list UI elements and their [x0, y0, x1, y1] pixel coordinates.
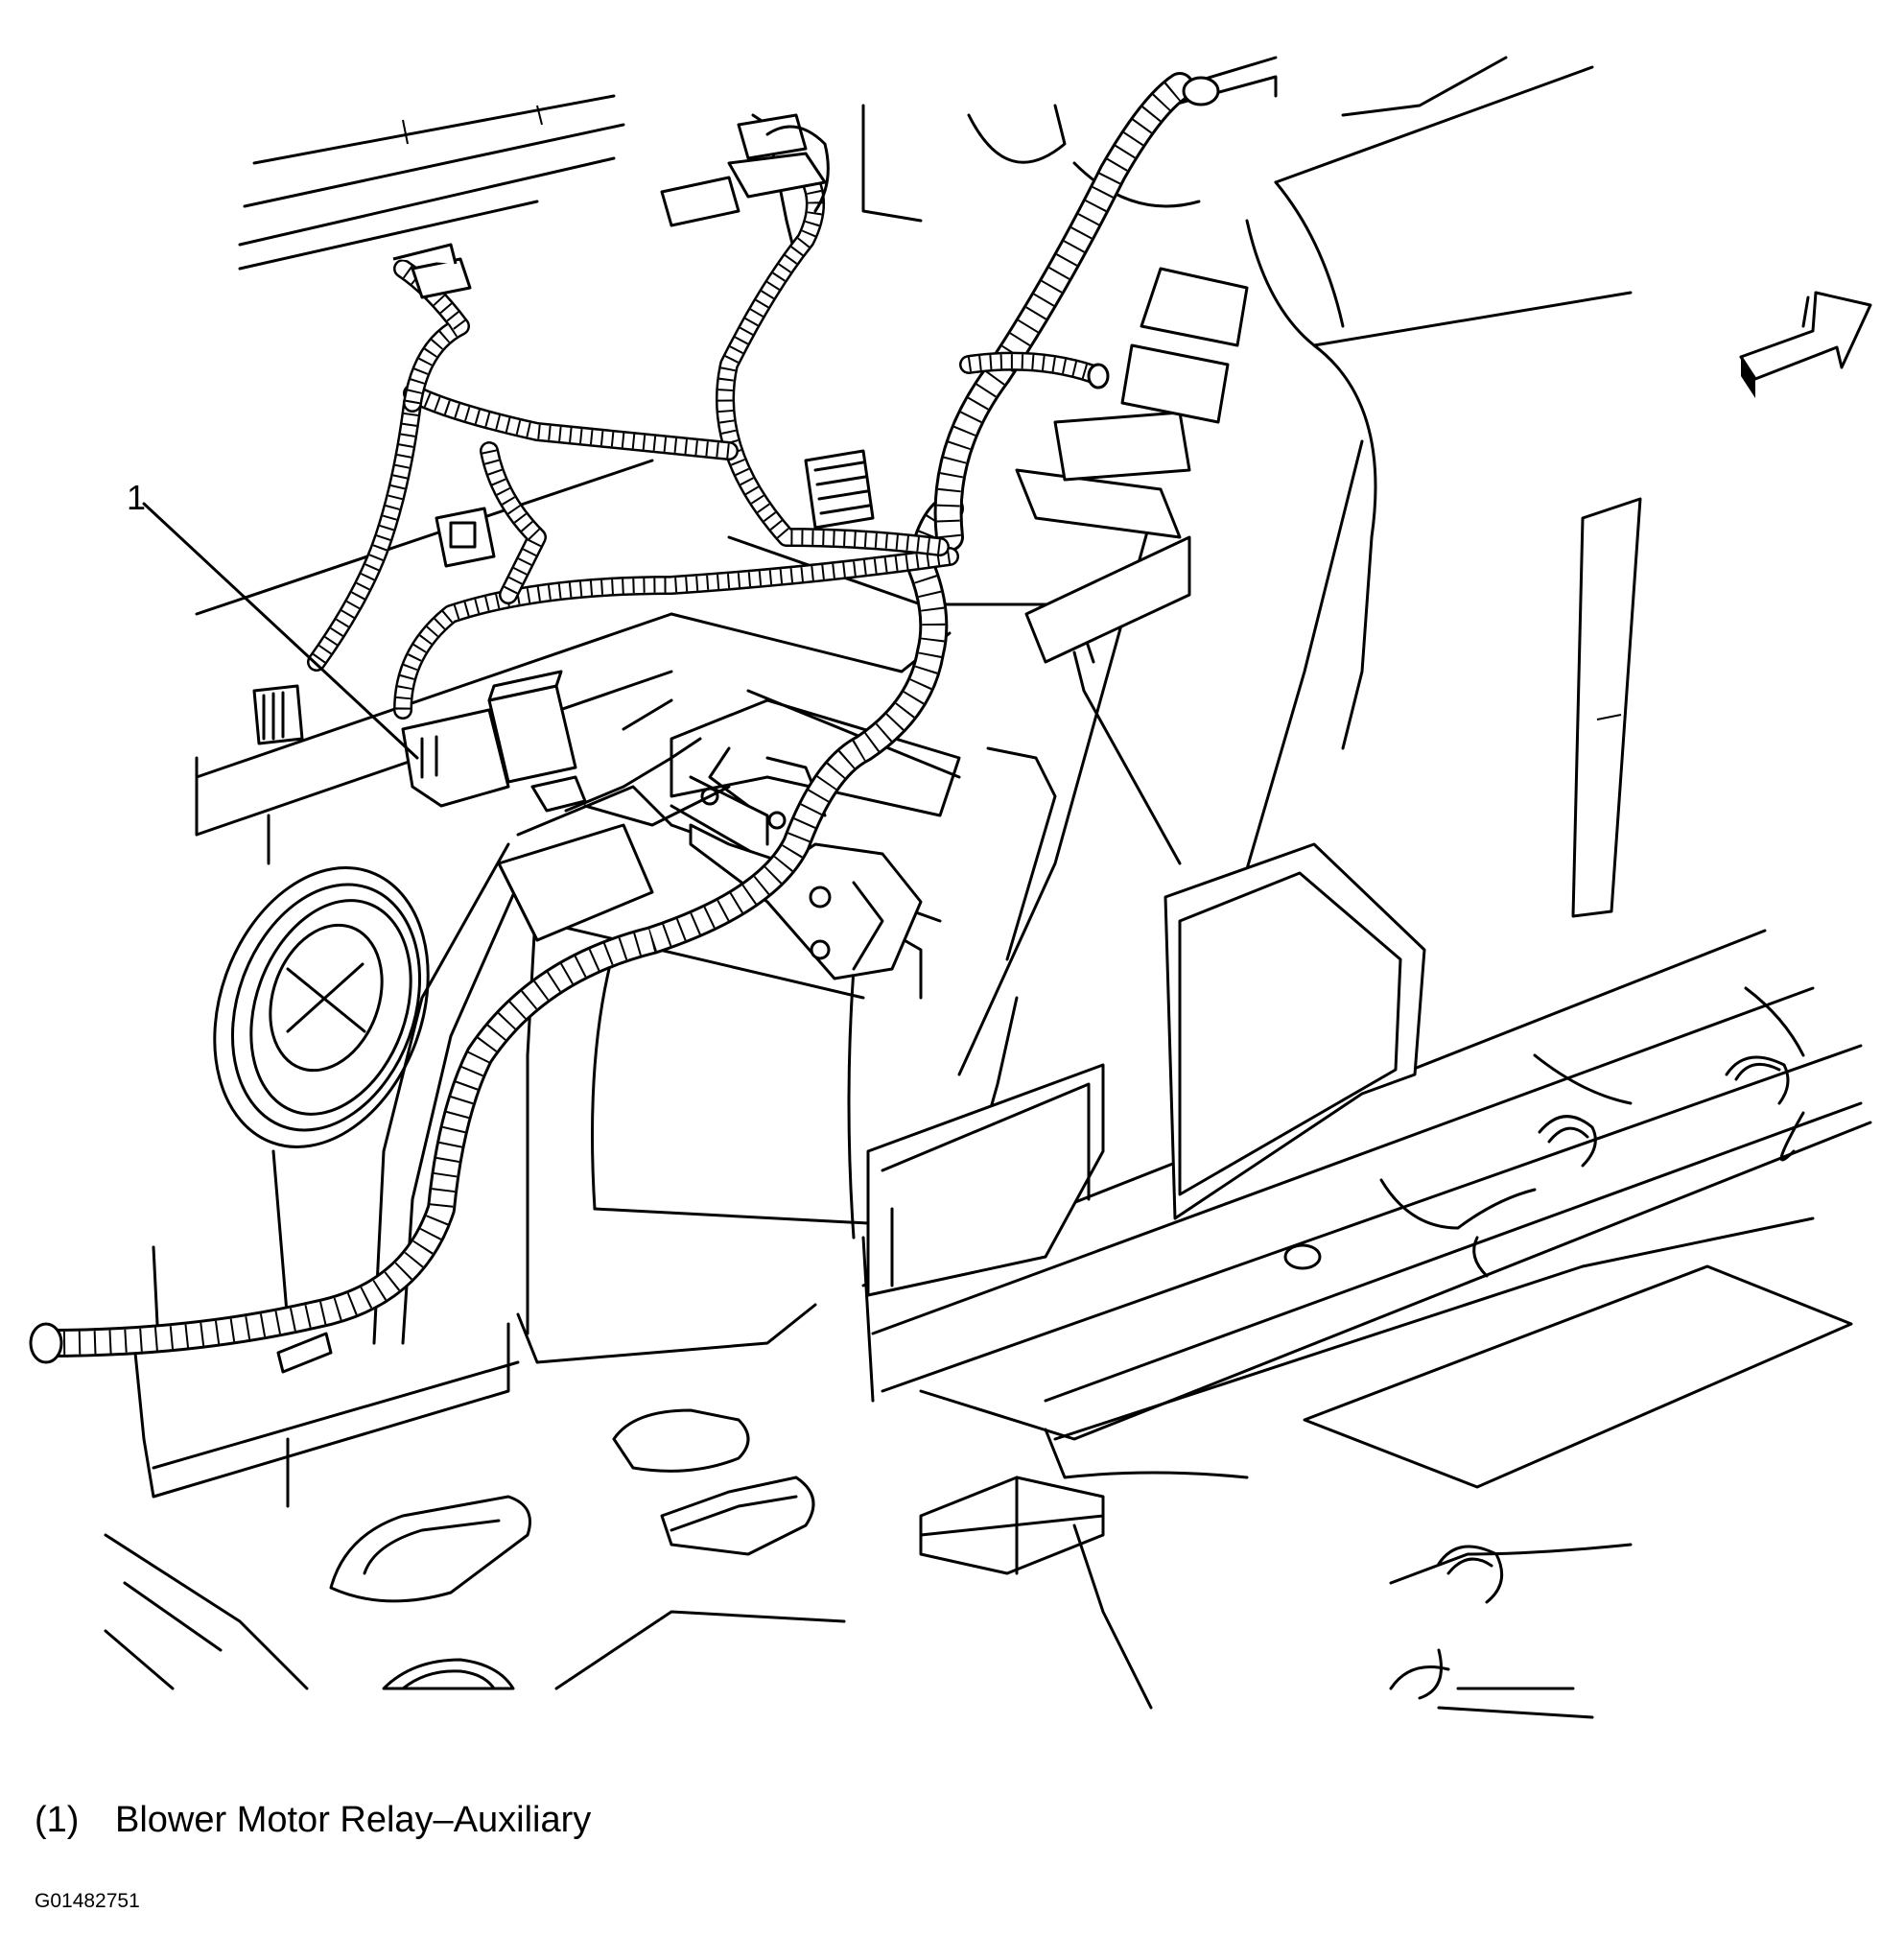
rocker-sill	[132, 1245, 817, 1508]
wiring-harness	[29, 72, 1220, 1364]
callout-leader-line	[142, 502, 419, 760]
side-trim-panel	[1571, 497, 1642, 918]
blower-motor-relay-auxiliary	[401, 670, 731, 827]
floor-openings	[104, 1408, 1153, 1710]
figure-id: G01482751	[35, 1890, 140, 1912]
legend: (1) Blower Motor Relay–Auxiliary	[35, 1800, 591, 1841]
speaker-grommet	[213, 866, 430, 1326]
front-direction-arrow-icon	[1739, 291, 1872, 398]
legend-item-label: Blower Motor Relay–Auxiliary	[115, 1800, 592, 1840]
floor-ribs	[1389, 1055, 1790, 1719]
callout-number-1: 1	[127, 478, 147, 517]
legend-item-number: (1)	[35, 1800, 80, 1840]
heater-duct	[372, 267, 1249, 1345]
harness-connectors	[252, 113, 875, 745]
floor-console-bracket	[866, 842, 1426, 1297]
blower-relay-location-illustration	[29, 56, 1872, 1719]
